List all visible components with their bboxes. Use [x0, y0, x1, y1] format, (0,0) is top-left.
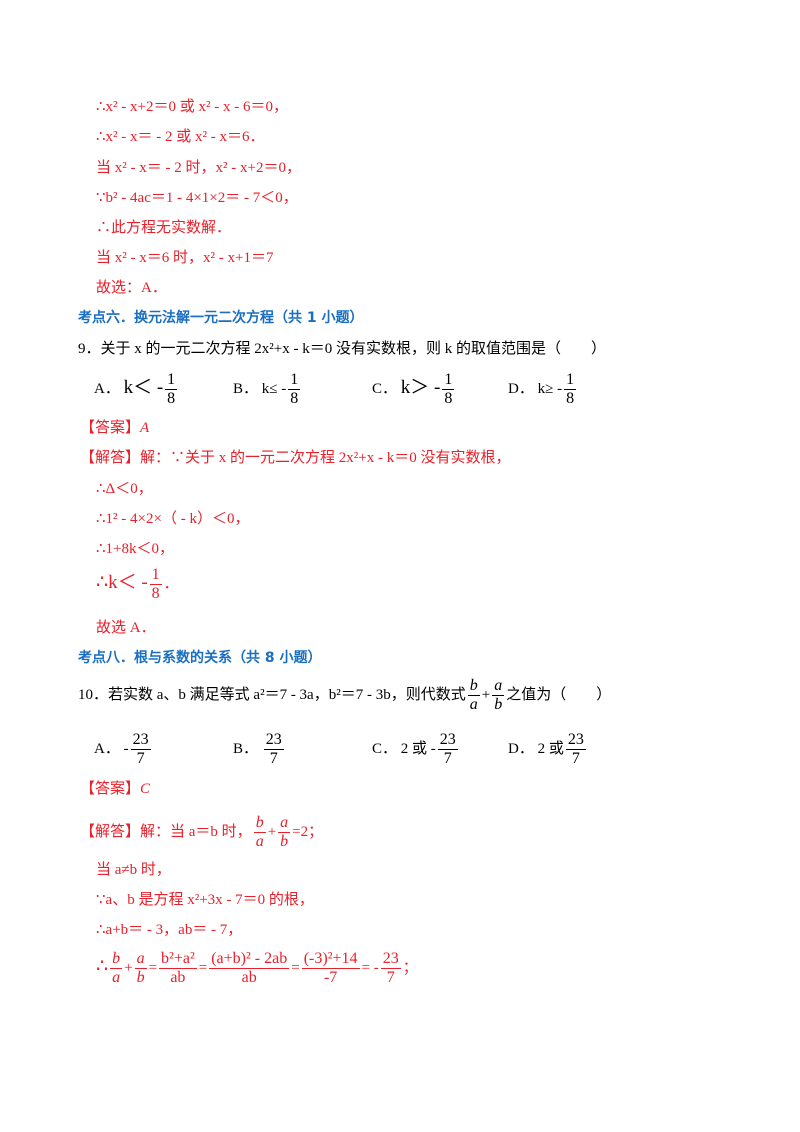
question-9-stem: 9．关于 x 的一元二次方程 2x²+x - k＝0 没有实数根，则 k 的取值… — [78, 341, 606, 357]
solution-line-6: 当 x² - x＝6 时，x² - x+1＝7 — [96, 250, 274, 266]
section-heading-6: 考点六．换元法解一元二次方程（共 1 小题） — [78, 310, 364, 326]
q9-answer: 【答案】A — [80, 420, 150, 436]
q10-solution-line-2: 当 a≠b 时， — [96, 862, 171, 878]
solution-line-4: ∵b² - 4ac＝1 - 4×1×2＝ - 7＜0， — [96, 190, 298, 206]
q9-solution-line-4: ∴1+8k＜0， — [96, 541, 175, 557]
section-heading-8: 考点八．根与系数的关系（共 8 小题） — [78, 650, 322, 666]
solution-line-5: ∴此方程无实数解． — [96, 220, 232, 236]
q10-solution-line-4: ∴a+b＝ - 3，ab＝ - 7， — [96, 922, 243, 938]
q9-solution-line-1: 【解答】解：∵关于 x 的一元二次方程 2x²+x - k＝0 没有实数根， — [80, 450, 511, 466]
q10-solution-line-3: ∵a、b 是方程 x²+3x - 7＝0 的根， — [96, 892, 314, 908]
q10-answer: 【答案】C — [80, 781, 151, 797]
solution-line-3: 当 x² - x＝ - 2 时，x² - x+2＝0， — [96, 160, 301, 176]
q9-solution-line-2: ∴Δ＜0， — [96, 481, 153, 497]
solution-line-7: 故选：A． — [96, 280, 167, 296]
q9-solution-line-6: 故选 A． — [96, 620, 156, 636]
solution-line-2: ∴x² - x＝ - 2 或 x² - x＝6． — [96, 129, 265, 145]
solution-line-1: ∴x² - x+2＝0 或 x² - x - 6＝0， — [96, 99, 288, 115]
question-10-stem: 10．若实数 a、b 满足等式 a²＝7 - 3a，b²＝7 - 3b，则代数式… — [78, 677, 612, 713]
q9-solution-line-3: ∴1² - 4×2×（ - k）＜0， — [96, 511, 250, 527]
